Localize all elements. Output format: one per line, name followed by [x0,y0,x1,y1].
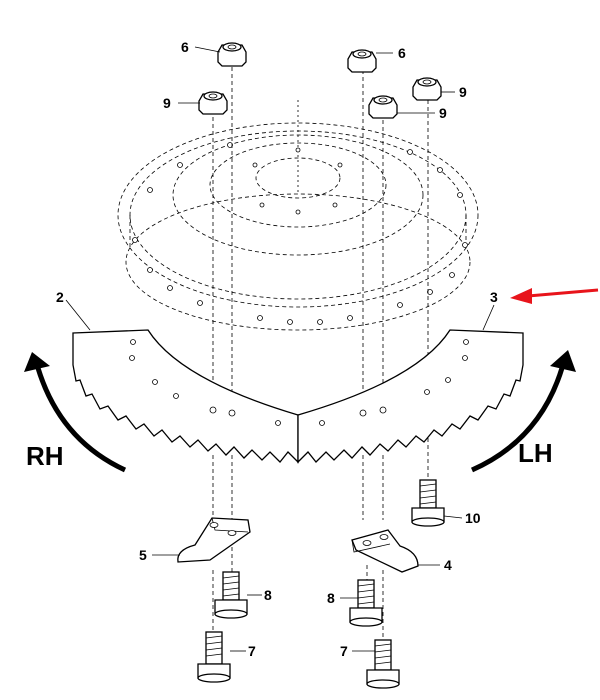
callout-9-left: 9 [163,95,171,111]
nut-9-right [412,77,442,101]
callout-7-right: 7 [340,643,348,659]
nut-6-left [217,42,247,67]
bolt-8-right [349,579,383,627]
callout-8-left: 8 [264,587,272,603]
bolt-7-left [197,631,231,683]
callout-2: 2 [56,289,64,305]
bolt-8-left [214,571,248,619]
nut-9-center [368,95,398,119]
bolt-10 [411,479,445,527]
bracket-4 [351,529,419,573]
direction-label-rh: RH [26,441,64,471]
nut-6-right [347,49,377,73]
callout-7-left: 7 [248,643,256,659]
direction-label-lh: LH [518,438,553,468]
nut-9-left [198,91,228,115]
callout-9-right: 9 [459,84,467,100]
callout-9-center: 9 [439,105,447,121]
highlight-arrow [510,288,599,304]
knife-segment-right [297,329,524,464]
knife-segment-left [72,329,299,464]
callout-labels: 6 6 9 9 9 2 3 10 5 4 8 8 7 7 [56,39,498,659]
callout-5: 5 [139,547,147,563]
bracket-5 [177,517,251,563]
leader-lines [65,46,495,652]
rotation-arrow-lh [470,350,576,473]
dashed-hub-assembly [117,100,479,331]
callout-10: 10 [465,510,481,526]
bolt-center-lines [212,60,429,645]
callout-6-right: 6 [398,45,406,61]
rotation-arrow-rh [24,352,127,473]
callout-3: 3 [490,289,498,305]
callout-8-right: 8 [327,590,335,606]
callout-4: 4 [444,557,452,573]
knife-segments [72,329,524,464]
callout-6-left: 6 [181,39,189,55]
hub-holes [132,142,468,325]
bolt-7-right [366,639,400,689]
